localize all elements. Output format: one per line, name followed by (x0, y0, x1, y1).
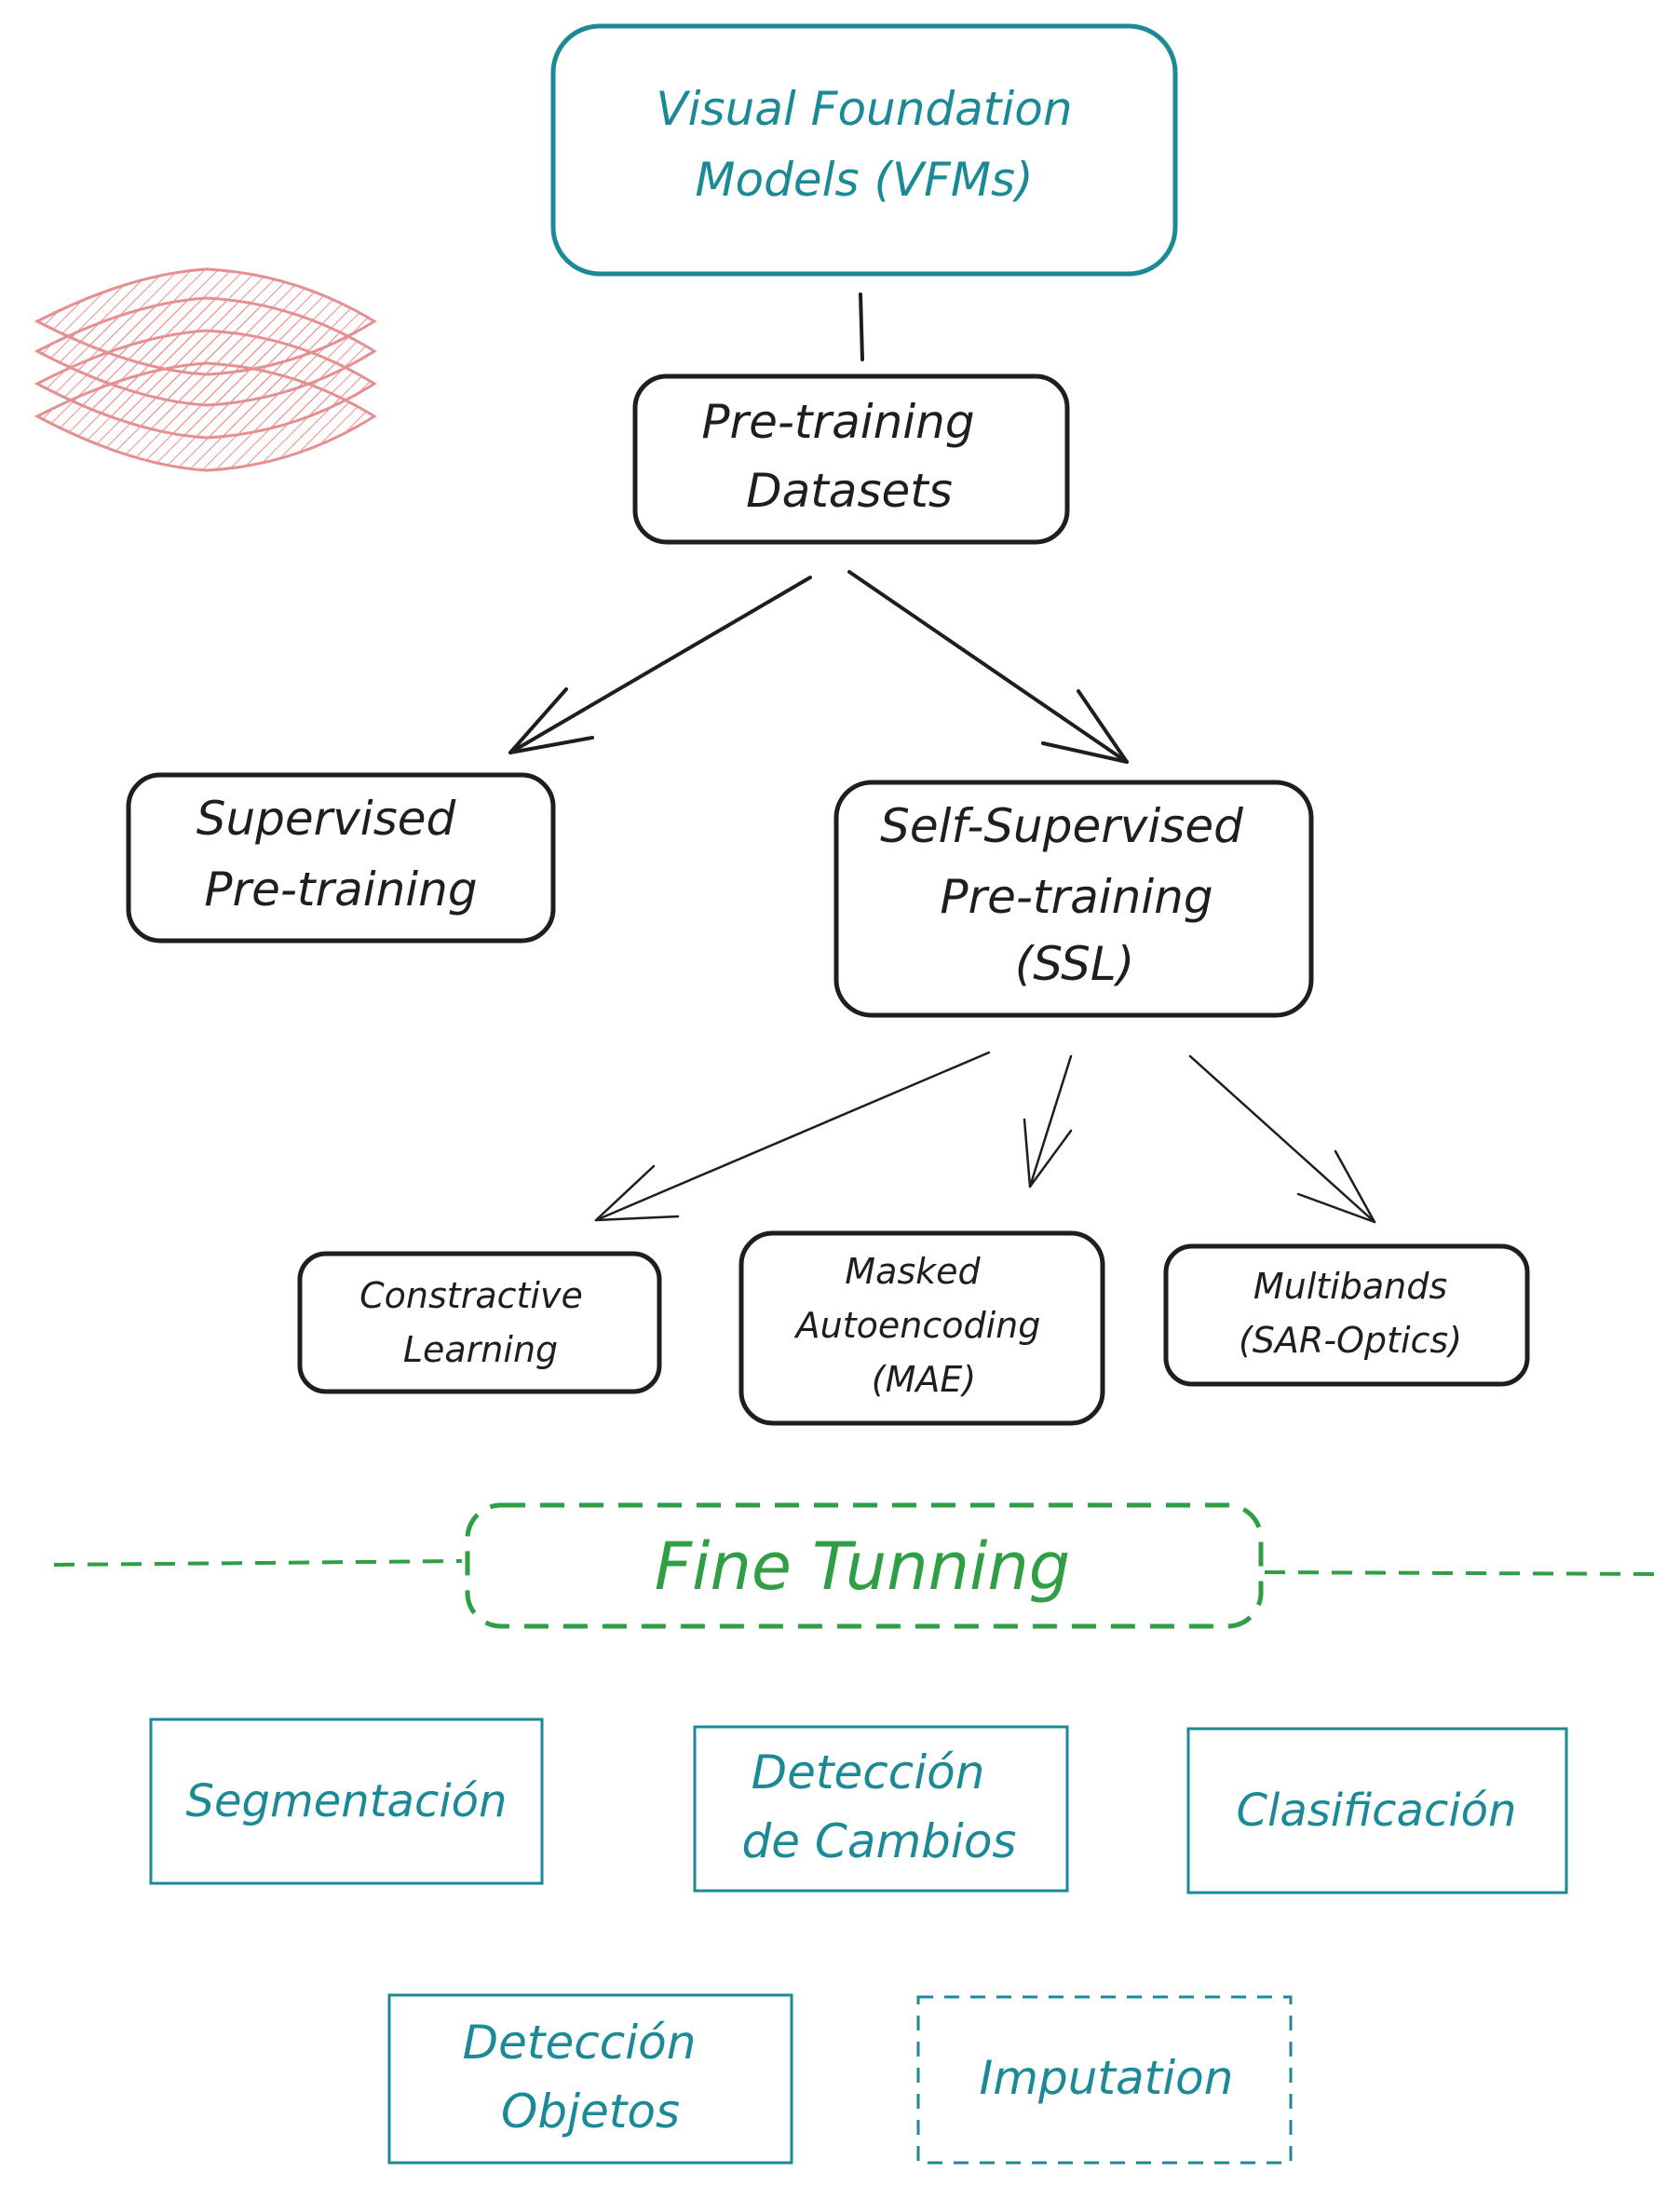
node-mae-line2: Autoencoding (793, 1305, 1041, 1346)
node-segmentacion-label: Segmentación (186, 1775, 508, 1827)
node-pretraining-datasets: Pre-training Datasets (632, 373, 1070, 545)
node-fine-tunning: Fine Tunning (465, 1502, 1264, 1629)
node-vfm-line2: Models (VFMs) (695, 153, 1033, 207)
connector-vfm-datasets (859, 292, 864, 361)
node-ssl-line3: (SSL) (1015, 937, 1135, 991)
stacked-layers-icon (34, 267, 377, 472)
node-supervised-line1: Supervised (196, 792, 456, 846)
node-imputation-label: Imputation (980, 2051, 1234, 2105)
node-multibands-line1: Multibands (1253, 1266, 1447, 1307)
node-datasets-line2: Datasets (746, 464, 953, 518)
node-mae-line1: Masked (845, 1251, 981, 1292)
node-masked-autoencoding: Masked Autoencoding (MAE) (738, 1230, 1105, 1426)
node-finetuning-label: Fine Tunning (655, 1528, 1070, 1605)
node-mae-line3: (MAE) (872, 1359, 976, 1400)
node-multibands-line2: (SAR-Optics) (1239, 1320, 1462, 1361)
node-vfm: Visual Foundation Models (VFMs) (550, 23, 1178, 277)
node-clasificacion: Clasificación (1186, 1727, 1568, 1894)
node-supervised-pretraining: Supervised Pre-training (126, 772, 556, 944)
node-vfm-line1: Visual Foundation (656, 82, 1072, 136)
node-constractive-learning: Constractive Learning (297, 1251, 662, 1394)
node-cambios-line1: Detección (752, 1745, 985, 1799)
node-clasificacion-label: Clasificación (1237, 1785, 1517, 1837)
node-segmentacion: Segmentación (149, 1718, 544, 1885)
arrow-datasets-ssl (847, 570, 1129, 764)
node-ssl-line2: Pre-training (940, 870, 1213, 924)
node-self-supervised-pretraining: Self-Supervised Pre-training (SSL) (833, 780, 1314, 1018)
node-objetos-line2: Objetos (501, 2085, 680, 2139)
node-cambios-line2: de Cambios (742, 1814, 1017, 1868)
node-deteccion-cambios: Detección de Cambios (693, 1725, 1069, 1893)
node-supervised-line2: Pre-training (204, 862, 477, 917)
node-objetos-line1: Detección (463, 2016, 697, 2070)
node-imputation: Imputation (916, 1995, 1293, 2165)
node-contrastive-line1: Constractive (359, 1275, 583, 1316)
node-contrastive-line2: Learning (403, 1329, 558, 1370)
arrow-datasets-supervised (508, 576, 812, 754)
separator-line-right (1264, 1570, 1659, 1576)
node-datasets-line1: Pre-training (701, 395, 974, 449)
arrow-ssl-mae (1023, 1054, 1073, 1188)
node-deteccion-objetos: Detección Objetos (387, 1993, 793, 2165)
separator-line-left (53, 1559, 463, 1567)
node-ssl-line1: Self-Supervised (880, 799, 1243, 853)
node-multibands: Multibands (SAR-Optics) (1163, 1243, 1530, 1387)
arrow-ssl-multibands (1188, 1054, 1376, 1224)
arrow-ssl-contrastive (594, 1051, 991, 1222)
